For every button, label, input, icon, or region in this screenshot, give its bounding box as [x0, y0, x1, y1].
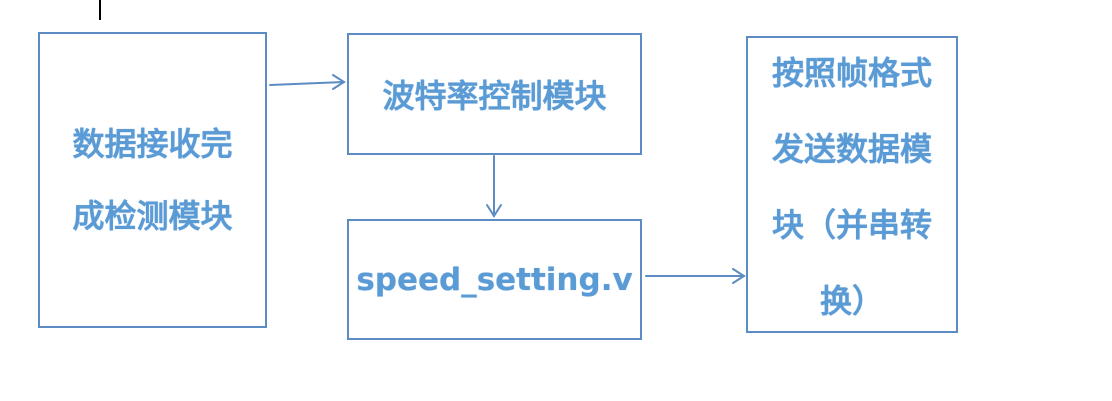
- receive-module-label-line2: 成检测模块: [72, 197, 233, 235]
- receive-module-label-line1: 数据接收完: [72, 125, 233, 163]
- frame-send-module-box: 按照帧格式 发送数据模 块（并串转 换）: [746, 36, 958, 333]
- text-cursor: [99, 0, 101, 20]
- receive-detect-module-box: 数据接收完 成检测模块: [38, 32, 267, 328]
- send-module-label-line4: 换）: [819, 281, 884, 320]
- speed-module-label: speed_setting.v: [356, 261, 633, 298]
- speed-setting-module-box: speed_setting.v: [347, 219, 642, 340]
- send-module-label-line1: 按照帧格式: [771, 53, 932, 92]
- arrow-receive-to-baud: [269, 74, 346, 90]
- baud-module-label: 波特率控制模块: [382, 77, 607, 115]
- arrow-speed-to-send: [645, 268, 746, 284]
- baud-rate-control-module-box: 波特率控制模块: [347, 33, 642, 155]
- arrow-baud-to-speed: [486, 155, 502, 218]
- send-module-label-line3: 块（并串转: [771, 205, 932, 244]
- send-module-label-line2: 发送数据模: [771, 129, 932, 168]
